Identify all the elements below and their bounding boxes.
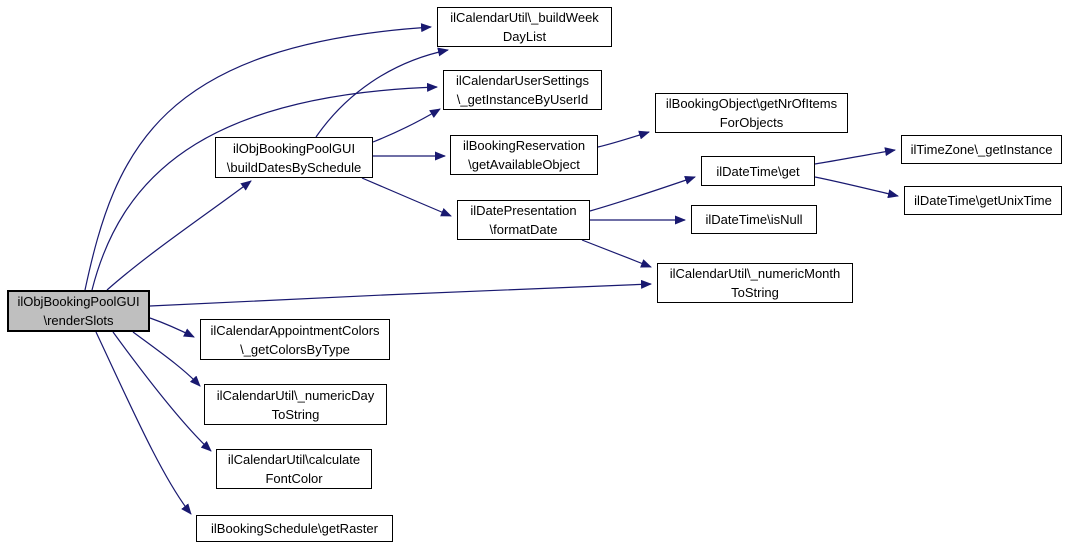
- node-numericMonthToString[interactable]: ilCalendarUtil\_numericMonth ToString: [657, 263, 853, 303]
- node-label-line: ilDateTime\get: [716, 163, 800, 179]
- node-buildDatesBySchedule[interactable]: ilObjBookingPoolGUI \buildDatesBySchedul…: [215, 137, 373, 178]
- edge-renderSlots-numericDayToString: [132, 331, 201, 387]
- edge-renderSlots-getRaster: [95, 331, 192, 515]
- node-calculateFontColor[interactable]: ilCalendarUtil\calculate FontColor: [216, 449, 372, 489]
- node-label-line: ilObjBookingPoolGUI: [232, 140, 356, 156]
- node-formatDate[interactable]: ilDatePresentation \formatDate: [457, 200, 590, 240]
- node-label-line: ilDateTime\isNull: [705, 212, 803, 227]
- node-label-line: ilObjBookingPoolGUI: [17, 294, 140, 309]
- node-label-line: ilCalendarUtil\_buildWeek: [450, 10, 599, 25]
- node-getUnixTime[interactable]: ilDateTime\getUnixTime: [904, 186, 1062, 215]
- node-label-line: ilDatePresentation: [470, 203, 577, 218]
- edge-dateTimeGet-getUnixTime: [814, 176, 899, 199]
- node-isNull[interactable]: ilDateTime\isNull: [691, 205, 817, 234]
- node-label-line: ForObjects: [719, 115, 784, 130]
- node-label-line: ToString: [271, 406, 320, 422]
- node-label-line: ilBookingReservation: [462, 138, 586, 153]
- edge-renderSlots-buildDatesBySchedule: [106, 180, 252, 291]
- node-label-line: \renderSlots: [43, 313, 114, 328]
- node-label-line: \getAvailableObject: [468, 157, 580, 172]
- edge-dateTimeGet-timeZoneGetInstance: [814, 147, 896, 165]
- edge-renderSlots-getColorsByType: [149, 317, 195, 338]
- node-label-line: ilBookingSchedule\getRaster: [211, 521, 378, 536]
- node-buildWeekDayList[interactable]: ilCalendarUtil\_buildWeek DayList: [437, 7, 612, 47]
- edge-renderSlots-numericMonthToString: [149, 279, 652, 307]
- edge-renderSlots-getInstanceByUserId: [91, 82, 438, 291]
- node-label-line: ilCalendarUtil\_numericDay: [216, 387, 375, 403]
- edge-formatDate-dateTimeGet: [589, 175, 696, 212]
- edge-renderSlots-buildWeekDayList: [84, 23, 432, 291]
- node-label-line: ilCalendarUtil\calculate: [227, 452, 361, 467]
- node-label-line: DayList: [502, 29, 547, 44]
- node-numericDayToString[interactable]: ilCalendarUtil\_numericDay ToString: [204, 384, 387, 425]
- node-getRaster[interactable]: ilBookingSchedule\getRaster: [196, 515, 393, 542]
- node-getColorsByType[interactable]: ilCalendarAppointmentColors \_getColorsB…: [200, 319, 390, 360]
- node-getInstanceByUserId[interactable]: ilCalendarUserSettings \_getInstanceByUs…: [443, 70, 602, 110]
- node-label-line: ilDateTime\getUnixTime: [914, 193, 1052, 208]
- node-label-line: \_getInstanceByUserId: [456, 92, 589, 107]
- node-label-line: ilCalendarUserSettings: [456, 73, 589, 88]
- node-label-line: \_getColorsByType: [240, 341, 350, 357]
- node-renderSlots: ilObjBookingPoolGUI \renderSlots: [7, 290, 150, 332]
- node-label-line: ToString: [731, 285, 779, 300]
- node-label-line: ilCalendarAppointmentColors: [210, 322, 380, 338]
- edge-buildDatesBySchedule-buildWeekDayList: [315, 47, 449, 138]
- edge-formatDate-numericMonthToString: [581, 239, 652, 268]
- node-label-line: ilTimeZone\_getInstance: [910, 142, 1053, 157]
- node-label-line: \buildDatesBySchedule: [226, 159, 362, 175]
- node-dateTimeGet[interactable]: ilDateTime\get: [701, 156, 815, 186]
- node-label-line: ilBookingObject\getNrOfItems: [665, 96, 838, 111]
- node-label-line: \formatDate: [489, 222, 558, 237]
- edge-buildDatesBySchedule-formatDate: [361, 177, 452, 217]
- edge-getAvailableObject-getNrOfItemsForObjects: [597, 130, 650, 148]
- node-label-line: FontColor: [265, 471, 323, 486]
- edge-renderSlots-calculateFontColor: [112, 331, 212, 452]
- node-label-line: ilCalendarUtil\_numericMonth: [669, 266, 841, 281]
- node-timeZoneGetInstance[interactable]: ilTimeZone\_getInstance: [901, 135, 1062, 164]
- edge-buildDatesBySchedule-getInstanceByUserId: [372, 108, 441, 143]
- node-getAvailableObject[interactable]: ilBookingReservation \getAvailableObject: [450, 135, 598, 175]
- node-getNrOfItemsForObjects[interactable]: ilBookingObject\getNrOfItems ForObjects: [655, 93, 848, 133]
